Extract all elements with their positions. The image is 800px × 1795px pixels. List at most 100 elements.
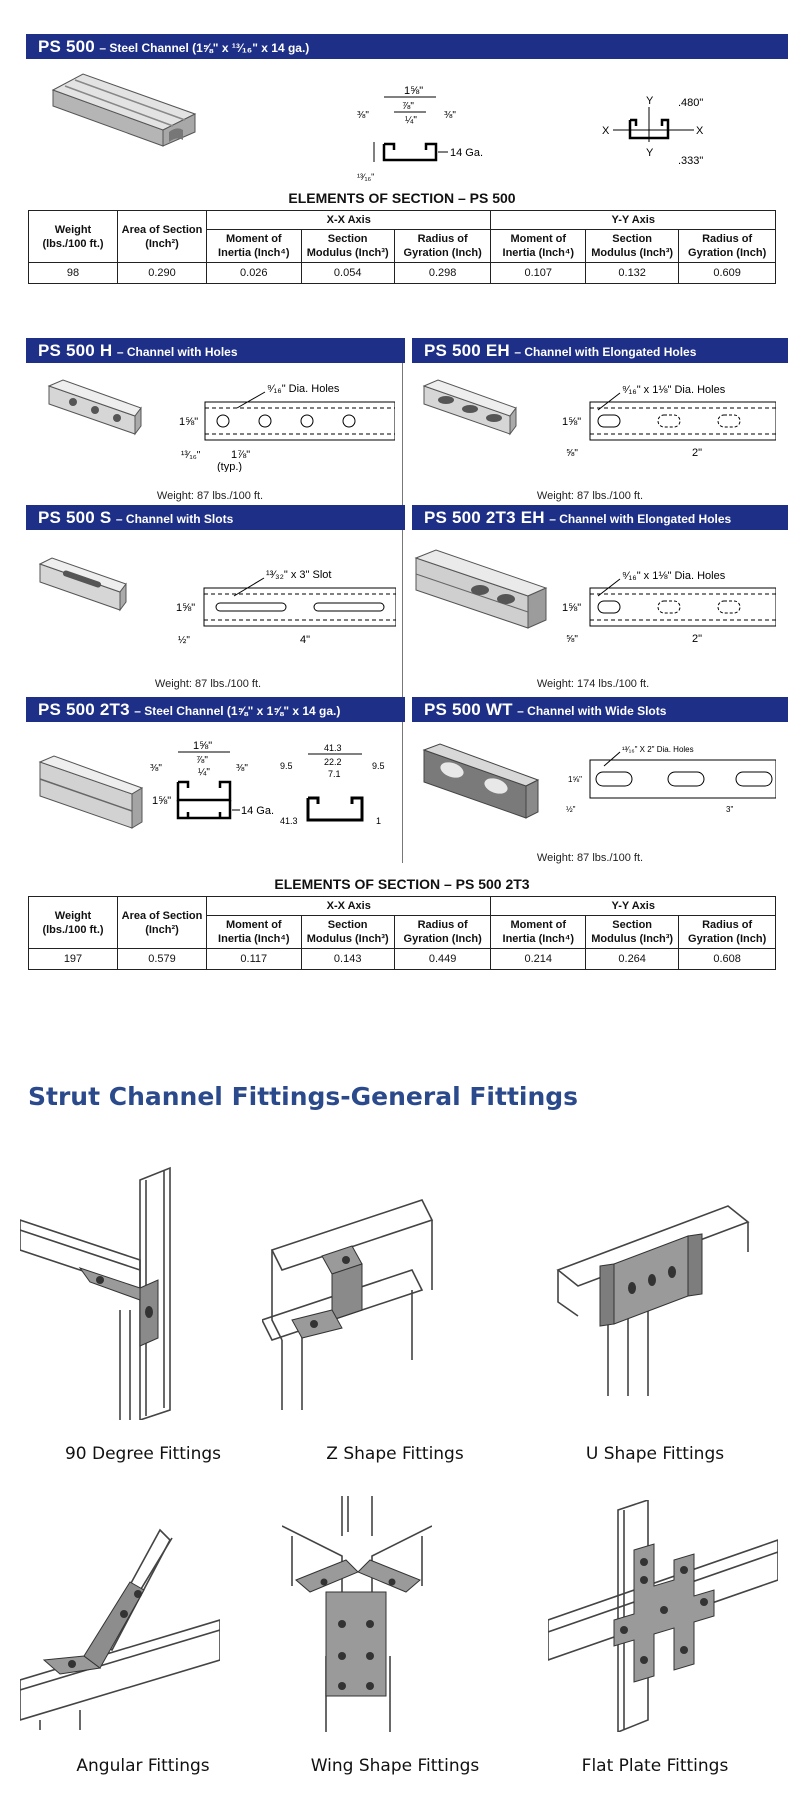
ps500-axis-v1: .480" — [678, 97, 703, 109]
table1-h-weight: Weight (lbs./100 ft.) — [28, 210, 118, 263]
ps500wt-weight: Weight: 87 lbs./100 ft. — [536, 852, 644, 864]
ps5002t3-mm-inner: 22.2 — [324, 757, 342, 767]
ps500-axis-y-top: Y — [646, 95, 654, 107]
ps500h-off-label: ¹³⁄₁₆" — [181, 450, 201, 461]
ps500-axes-diagram: Y Y X X .480" .333" — [602, 95, 704, 167]
table2-h-moi-x: Moment of Inertia (Inch⁴) — [206, 915, 302, 949]
ps500s-code: PS 500 S — [38, 508, 112, 527]
ps5002t3eh-code: PS 500 2T3 EH — [424, 508, 545, 527]
table2-h-yy: Y-Y Axis — [490, 896, 776, 916]
ps500h-pitch-label: 1⅞" — [231, 449, 250, 461]
ps5002t3eh-desc: – Channel with Elongated Holes — [549, 512, 732, 526]
ps500h-holes-label: ⁹⁄₁₆" Dia. Holes — [267, 383, 340, 395]
ps500-axis-x-right: X — [696, 125, 704, 137]
table2: Weight (lbs./100 ft.) Area of Section (I… — [28, 896, 776, 970]
fitting-angular-label: Angular Fittings — [76, 1756, 210, 1776]
ps5002t3-mm-left: 9.5 — [280, 761, 293, 771]
fittings-title: Strut Channel Fittings-General Fittings — [28, 1082, 579, 1111]
ps5002t3-mm-lip: 7.1 — [328, 769, 341, 779]
ps500s-header: PS 500 S – Channel with Slots — [26, 505, 405, 530]
ps500wt-code: PS 500 WT — [424, 700, 513, 719]
fitting-angular-image — [20, 1528, 220, 1730]
ps5002t3-mm-t: 1 — [376, 816, 381, 826]
fitting-90-degree-label: 90 Degree Fittings — [64, 1444, 222, 1464]
ps5002t3-mm-w: 41.3 — [324, 743, 342, 753]
fitting-z-shape-image — [262, 1199, 434, 1410]
table1-h-xx: X-X Axis — [205, 210, 492, 230]
table1-title: ELEMENTS OF SECTION – PS 500 — [288, 190, 516, 206]
ps500wt-h-label: 1⅝" — [568, 775, 582, 784]
ps5002t3eh-channel-image — [414, 549, 548, 629]
ps5002t3eh-hole-diagram: ⁹⁄₁₆" x 1⅛" Dia. Holes 1⅝" ⅝" 2" — [562, 570, 776, 645]
ps500-dim-gauge: 14 Ga. — [450, 147, 483, 159]
table2-cell: 0.143 — [300, 948, 395, 970]
table2-cell: 0.214 — [490, 948, 587, 970]
ps5002t3-dim-lip: ¼" — [198, 766, 210, 778]
table2-h-rg-y: Radius of Gyration (Inch) — [678, 915, 776, 949]
fitting-z-shape-label: Z Shape Fittings — [326, 1444, 464, 1464]
fitting-wing-shape-image — [282, 1496, 432, 1732]
table2-title: ELEMENTS OF SECTION – PS 500 2T3 — [274, 876, 530, 892]
ps5002t3-dim-h: 1⅝" — [152, 795, 171, 807]
table1-h-moi-x: Moment of Inertia (Inch⁴) — [206, 229, 302, 263]
ps500-axis-v2: .333" — [678, 155, 703, 167]
table2-cell: 0.264 — [585, 948, 680, 970]
table2-cell: 0.579 — [117, 948, 207, 970]
ps500wt-desc: – Channel with Wide Slots — [517, 704, 667, 718]
table2-h-weight: Weight (lbs./100 ft.) — [28, 896, 118, 949]
table1-h-moi-y: Moment of Inertia (Inch⁴) — [490, 229, 587, 263]
ps5002t3-section-diagram-inch: 1⅝" ⅞" ¼" ⅜" ⅜" 1⅝" 14 Ga. — [150, 740, 274, 820]
fitting-flat-plate-label: Flat Plate Fittings — [581, 1756, 729, 1776]
ps500h-desc: – Channel with Holes — [116, 345, 238, 359]
table2-h-xx: X-X Axis — [205, 896, 492, 916]
ps500eh-weight: Weight: 87 lbs./100 ft. — [536, 490, 644, 502]
table2-cell: 0.117 — [206, 948, 302, 970]
table1-h-sm-x: Section Modulus (Inch³) — [300, 229, 395, 263]
ps500-axis-x-left: X — [602, 125, 610, 137]
ps500s-slot-label: ¹³⁄₃₂" x 3" Slot — [266, 569, 331, 581]
ps500-dim-w: 1⅝" — [404, 85, 423, 97]
ps5002t3eh-off-label: ⅝" — [566, 634, 578, 645]
fitting-flat-plate-image — [548, 1500, 778, 1732]
ps500eh-header: PS 500 EH – Channel with Elongated Holes — [412, 338, 788, 363]
ps5002t3-mm-right: 9.5 — [372, 761, 385, 771]
ps500-header: PS 500 – Steel Channel (1⅝" x ¹³⁄₁₆" x 1… — [26, 34, 788, 59]
ps5002t3eh-header: PS 500 2T3 EH – Channel with Elongated H… — [412, 505, 788, 530]
ps500-axis-y-bot: Y — [646, 147, 654, 159]
ps5002t3-code: PS 500 2T3 — [38, 700, 130, 719]
ps5002t3eh-holes-label: ⁹⁄₁₆" x 1⅛" Dia. Holes — [622, 570, 726, 582]
ps500eh-holes-label: ⁹⁄₁₆" x 1⅛" Dia. Holes — [622, 384, 726, 396]
table1-h-rg-y: Radius of Gyration (Inch) — [678, 229, 776, 263]
table1-h-sm-y: Section Modulus (Inch³) — [585, 229, 680, 263]
ps500eh-hole-diagram: ⁹⁄₁₆" x 1⅛" Dia. Holes 1⅝" ⅝" 2" — [562, 384, 776, 459]
fitting-u-shape-image — [556, 1205, 750, 1396]
table2-cell: 0.608 — [678, 948, 776, 970]
ps500-section-diagram: 1⅝" ⅞" ¼" ⅜" ⅜" 14 Ga. ¹³⁄₁₆" — [357, 85, 483, 182]
ps500eh-pitch-label: 2" — [692, 447, 702, 459]
table2-h-moi-y: Moment of Inertia (Inch⁴) — [490, 915, 587, 949]
ps5002t3-section-diagram-mm: 41.3 22.2 7.1 9.5 9.5 41.3 1 — [280, 743, 385, 826]
ps500h-typ-label: (typ.) — [217, 461, 242, 472]
table1-cell: 0.609 — [678, 262, 776, 284]
ps5002t3eh-weight: Weight: 174 lbs./100 ft. — [536, 678, 650, 690]
ps500h-hole-diagram: ⁹⁄₁₆" Dia. Holes 1⅝" ¹³⁄₁₆" 1⅞" (typ.) — [179, 383, 395, 472]
ps500eh-h-label: 1⅝" — [562, 416, 581, 428]
ps500h-h-label: 1⅝" — [179, 416, 198, 428]
ps500eh-desc: – Channel with Elongated Holes — [514, 345, 697, 359]
ps500s-weight: Weight: 87 lbs./100 ft. — [154, 678, 262, 690]
table2-h-area: Area of Section (Inch²) — [117, 896, 207, 949]
ps500s-channel-image — [38, 557, 127, 612]
table1-h-yy: Y-Y Axis — [490, 210, 776, 230]
ps500-dim-inner: ⅞" — [402, 101, 414, 112]
table2-cell: 197 — [28, 948, 118, 970]
ps5002t3-dim-gauge: 14 Ga. — [241, 805, 274, 817]
ps500h-header: PS 500 H – Channel with Holes — [26, 338, 405, 363]
table1-cell: 0.298 — [393, 262, 492, 284]
ps5002t3-desc: – Steel Channel (1⅝" x 1⅝" x 14 ga.) — [134, 704, 341, 718]
ps500wt-pitch-label: 3" — [726, 805, 733, 814]
ps500s-h-label: 1⅝" — [176, 602, 195, 614]
table1-cell: 0.290 — [117, 262, 207, 284]
ps5002t3-dim-right: ⅜" — [236, 763, 248, 774]
ps5002t3-channel-image — [38, 755, 144, 829]
ps500s-slot-diagram: ¹³⁄₃₂" x 3" Slot 1⅝" ½" 4" — [176, 569, 396, 646]
